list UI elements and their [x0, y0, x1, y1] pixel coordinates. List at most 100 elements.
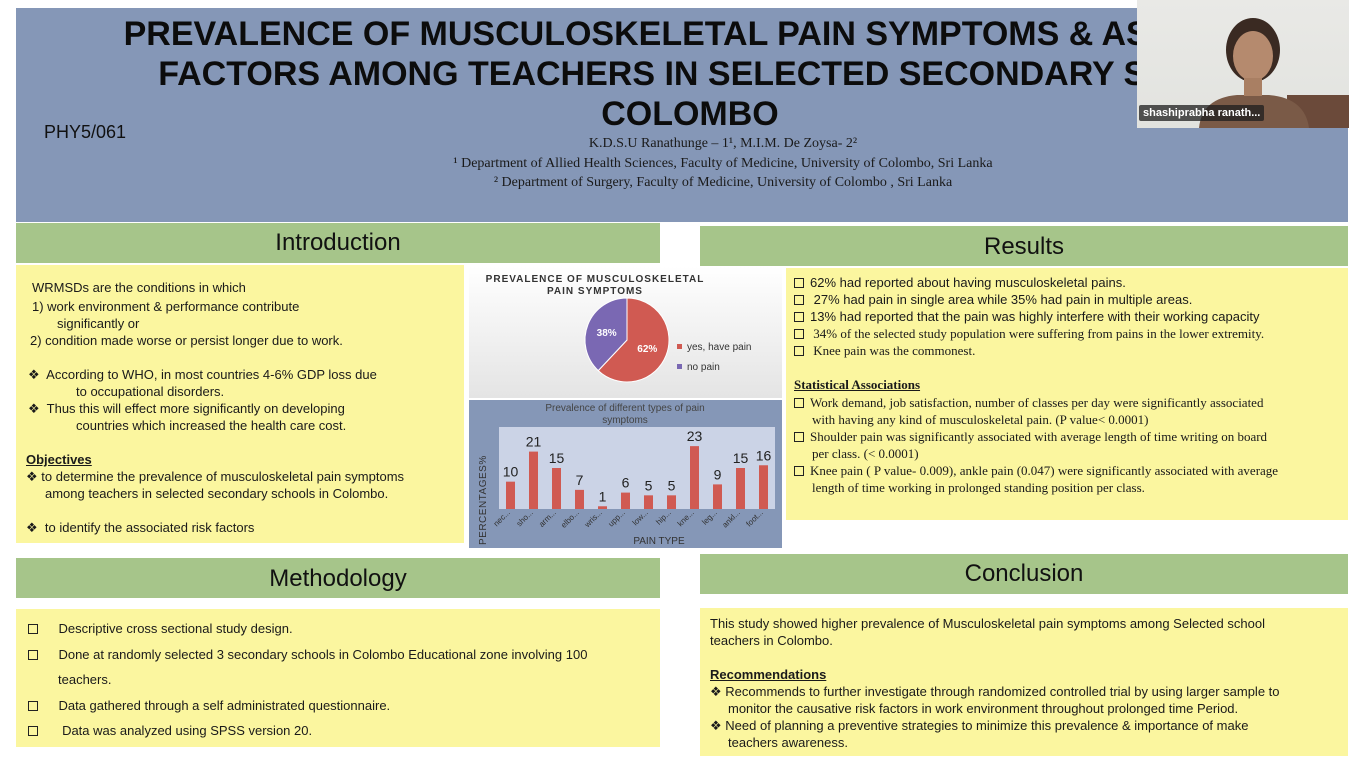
bar-10	[736, 468, 745, 509]
intro-line: significantly or	[57, 316, 140, 331]
bar-tick-label-7: hip...	[654, 508, 673, 527]
pie-title-line-1: PREVALENCE OF MUSCULOSKELETAL	[486, 274, 705, 285]
poster-code: PHY5/061	[44, 122, 127, 142]
poster-authors: K.D.S.U Ranathunge – 1¹, M.I.M. De Zoysa…	[588, 136, 858, 151]
results-panel: 62% had reported about having musculoske…	[786, 268, 1348, 520]
bar-3	[575, 489, 584, 509]
bar-tick-label-5: upp...	[606, 508, 627, 529]
bar-tick-label-2: arm...	[537, 508, 558, 529]
checkbox-bullet-icon	[794, 432, 804, 442]
bar-1	[529, 451, 538, 509]
bar-tick-label-3: elbo...	[559, 508, 581, 530]
intro-line: countries which increased the health car…	[76, 418, 347, 433]
conclusion-heading: Conclusion	[700, 554, 1348, 594]
pie-slice-0	[597, 297, 670, 383]
bar-7	[667, 495, 676, 509]
stat-item: Work demand, job satisfaction, number of…	[794, 394, 1263, 411]
pie-data-label-1: 38%	[597, 328, 617, 339]
checkbox-bullet-icon	[794, 398, 804, 408]
methodology-panel: Descriptive cross sectional study design…	[16, 609, 660, 747]
methodology-item: Data was analyzed using SPSS version 20.	[28, 722, 312, 739]
bar-plot-area	[499, 427, 775, 509]
bar-2	[552, 468, 561, 509]
bar-title-line-2: symptoms	[602, 415, 648, 426]
legend-label-no: no pain	[687, 362, 720, 373]
legend-swatch-yes	[677, 344, 682, 349]
introduction-heading: Introduction	[16, 223, 660, 263]
diamond-bullet-icon: ❖	[28, 367, 40, 382]
checkbox-bullet-icon	[794, 312, 804, 322]
diamond-bullet-icon: ❖	[710, 718, 722, 733]
diamond-bullet-icon: ❖	[28, 401, 40, 416]
participant-video-tile[interactable]: shashiprabha ranath...	[1137, 0, 1349, 128]
intro-line: WRMSDs are the conditions in which	[32, 280, 246, 295]
methodology-item: Descriptive cross sectional study design…	[28, 620, 293, 637]
bar-data-label-9: 9	[714, 466, 722, 482]
intro-bullet: ❖ Thus this will effect more significant…	[28, 401, 345, 416]
results-heading: Results	[700, 226, 1348, 266]
conclusion-panel: This study showed higher prevalence of M…	[700, 608, 1348, 756]
bar-tick-label-11: foot...	[744, 508, 765, 529]
checkbox-bullet-icon	[28, 726, 38, 736]
poster-affiliation-1: ¹ Department of Allied Health Sciences, …	[453, 156, 993, 171]
bar-y-axis-label: PERCENTAGES%	[478, 455, 489, 545]
bar-11	[759, 465, 768, 509]
diamond-bullet-icon: ❖	[26, 469, 38, 484]
pie-chart: PREVALENCE OF MUSCULOSKELETAL PAIN SYMPT…	[486, 274, 752, 383]
statistical-associations-heading: Statistical Associations	[794, 377, 921, 392]
bar-data-label-1: 21	[526, 434, 542, 450]
title-line-2: FACTORS AMONG TEACHERS IN SELECTED SECON…	[158, 55, 1222, 93]
bar-9	[713, 484, 722, 509]
checkbox-bullet-icon	[794, 295, 804, 305]
methodology-heading: Methodology	[16, 558, 660, 598]
stat-item: Knee pain ( P value- 0.009), ankle pain …	[794, 462, 1278, 479]
bar-8	[690, 446, 699, 509]
methodology-item: Data gathered through a self administrat…	[28, 697, 390, 714]
pie-chart-panel: PREVALENCE OF MUSCULOSKELETAL PAIN SYMPT…	[469, 266, 782, 398]
bar-data-label-3: 7	[576, 472, 584, 488]
bar-title-line-1: Prevalence of different types of pain	[545, 403, 704, 414]
result-item: 34% of the selected study population wer…	[794, 325, 1264, 342]
pie-title-line-2: PAIN SYMPTOMS	[547, 286, 643, 297]
objective-item-cont: among teachers in selected secondary sch…	[45, 486, 389, 501]
bar-0	[506, 481, 515, 509]
methodology-item-cont: teachers.	[58, 672, 112, 687]
bar-data-label-5: 6	[622, 475, 630, 491]
poster-affiliation-2: ² Department of Surgery, Faculty of Medi…	[493, 175, 953, 190]
intro-line: 2) condition made worse or persist longe…	[30, 333, 343, 348]
intro-bullet: ❖ According to WHO, in most countries 4-…	[28, 367, 377, 382]
recommendations-heading: Recommendations	[710, 667, 827, 682]
title-line-3: COLOMBO	[601, 95, 779, 133]
bar-x-axis-label: PAIN TYPE	[633, 536, 685, 547]
bar-data-label-0: 10	[503, 464, 519, 480]
pie-data-label-0: 62%	[637, 344, 657, 355]
result-item: Knee pain was the commonest.	[794, 342, 975, 359]
bar-data-label-10: 15	[733, 450, 749, 466]
intro-line: 1) work environment & performance contri…	[32, 299, 300, 314]
pie-data-label-bg-0	[634, 340, 661, 356]
bar-data-label-11: 16	[756, 447, 772, 463]
introduction-panel: WRMSDs are the conditions in which 1) wo…	[16, 265, 464, 543]
intro-line: to occupational disorders.	[76, 384, 225, 399]
stat-item-cont: length of time working in prolonged stan…	[812, 480, 1145, 495]
checkbox-bullet-icon	[28, 650, 38, 660]
bar-data-label-4: 1	[599, 488, 607, 504]
bar-tick-label-0: nec...	[492, 508, 512, 528]
bar-6	[644, 495, 653, 509]
result-item: 13% had reported that the pain was highl…	[794, 308, 1259, 325]
pie-data-label-bg-1	[593, 323, 620, 339]
legend-label-yes: yes, have pain	[687, 342, 752, 353]
bar-4	[598, 506, 607, 509]
bar-5	[621, 492, 630, 509]
methodology-item: Done at randomly selected 3 secondary sc…	[28, 646, 587, 663]
bar-chart: Prevalence of different types of pain sy…	[478, 403, 775, 547]
result-item: 62% had reported about having musculoske…	[794, 274, 1126, 291]
checkbox-bullet-icon	[28, 701, 38, 711]
conclusion-text-cont: teachers in Colombo.	[710, 633, 833, 648]
bar-tick-label-6: low...	[631, 508, 650, 527]
bar-chart-panel: Prevalence of different types of pain sy…	[469, 400, 782, 548]
checkbox-bullet-icon	[794, 346, 804, 356]
recommendation-item-cont: teachers awareness.	[728, 735, 848, 750]
checkbox-bullet-icon	[28, 624, 38, 634]
recommendation-item-cont: monitor the causative risk factors in wo…	[728, 701, 1239, 716]
